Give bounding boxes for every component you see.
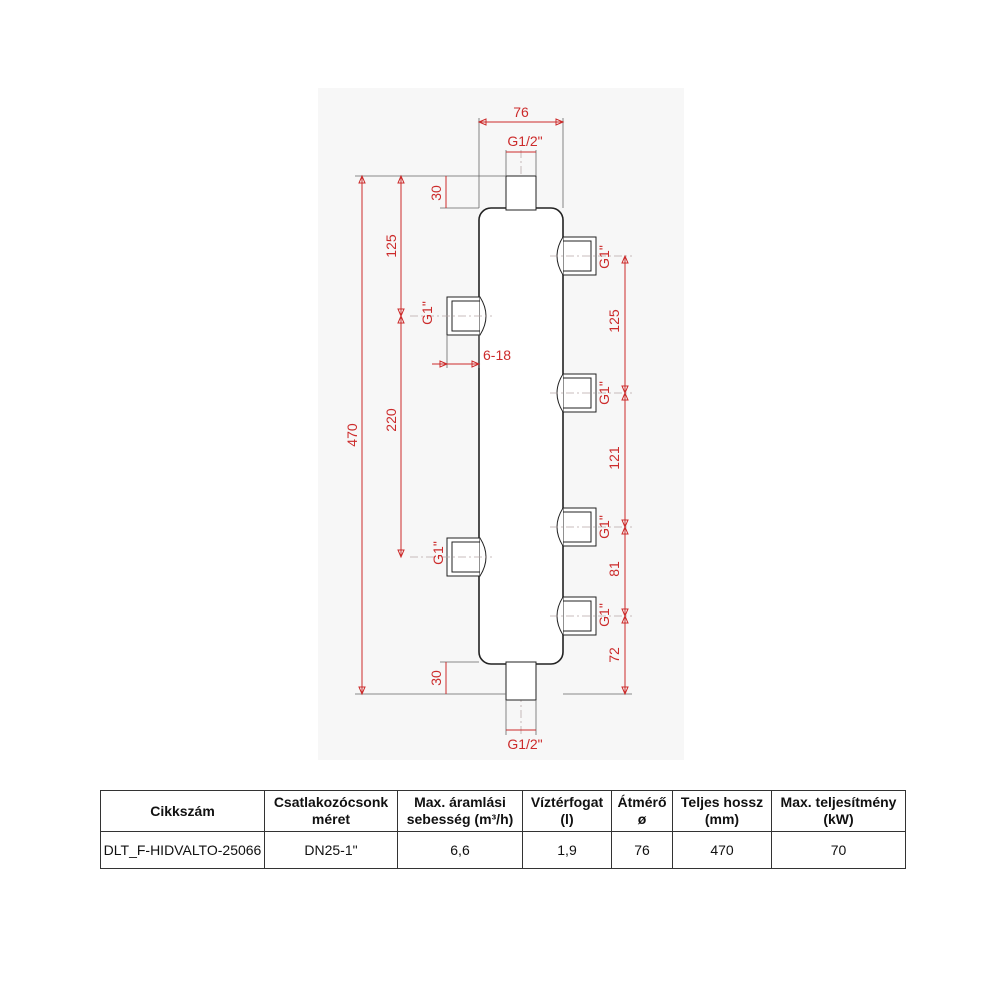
dimension-right-chain	[563, 254, 632, 696]
dim-label-thread-bottom: G1/2"	[507, 736, 542, 752]
dimension-thread-bottom	[505, 700, 537, 735]
cell-csatlakozo-meret: DN25-1"	[264, 831, 398, 869]
vessel-body	[478, 207, 564, 665]
dim-label-total-length: 470	[344, 423, 360, 447]
dim-label-right-4: 72	[606, 647, 622, 663]
dim-label-width-top: 76	[513, 104, 529, 120]
cell-cikkszam: DLT_F-HIDVALTO-25066	[100, 831, 265, 869]
top-pipe-stub	[505, 175, 537, 211]
cell-aramlasi-sebesseg: 6,6	[397, 831, 523, 869]
left-port-upper	[410, 296, 492, 336]
dimension-nut-depth	[432, 335, 481, 368]
table-row: DLT_F-HIDVALTO-25066 DN25-1" 6,6 1,9 76 …	[100, 831, 906, 869]
dimension-top-stub	[440, 176, 479, 209]
dim-label-right-1: 125	[606, 309, 622, 333]
dim-label-top-stub: 30	[428, 185, 444, 201]
header-vizterfogat: Víztérfogat(l)	[522, 790, 612, 832]
dim-label-nut-depth: 6-18	[483, 347, 511, 363]
right-port-1	[550, 236, 632, 276]
cell-vizterfogat: 1,9	[522, 831, 612, 869]
dim-label-left-upper: 125	[383, 234, 399, 258]
dim-label-port-left-2: G1"	[430, 541, 446, 565]
dim-label-right-3: 81	[606, 561, 622, 577]
header-cikkszam: Cikkszám	[100, 790, 265, 832]
dim-label-port-right-2: G1"	[596, 381, 612, 405]
header-teljes-hossz: Teljes hossz(mm)	[672, 790, 772, 832]
dim-label-port-left-1: G1"	[419, 301, 435, 325]
left-port-lower	[410, 537, 492, 577]
right-port-4	[550, 596, 632, 636]
dimension-left-chain	[397, 174, 405, 559]
cell-atmero: 76	[611, 831, 673, 869]
cell-max-teljesitmeny: 70	[771, 831, 906, 869]
hydraulic-separator-drawing: 76 G1/2" G1/2" 470 30 30 125 220	[344, 104, 632, 752]
dim-label-thread-top: G1/2"	[507, 133, 542, 149]
technical-drawing-area: 76 G1/2" G1/2" 470 30 30 125 220	[318, 88, 684, 760]
dimension-total-length	[355, 174, 506, 696]
dim-label-bottom-stub: 30	[428, 670, 444, 686]
right-port-2	[550, 373, 632, 413]
bottom-pipe-stub	[505, 661, 537, 701]
cell-teljes-hossz: 470	[672, 831, 772, 869]
dim-label-right-2: 121	[606, 446, 622, 470]
dimension-bottom-stub	[440, 661, 479, 694]
dimension-width-top	[477, 118, 565, 208]
dimension-thread-top	[505, 150, 537, 176]
dim-label-port-right-3: G1"	[596, 515, 612, 539]
right-port-3	[550, 507, 632, 547]
dim-label-port-right-4: G1"	[596, 603, 612, 627]
dim-label-port-right-1: G1"	[596, 245, 612, 269]
header-max-teljesitmeny: Max. teljesítmény(kW)	[771, 790, 906, 832]
dim-label-left-mid: 220	[383, 408, 399, 432]
